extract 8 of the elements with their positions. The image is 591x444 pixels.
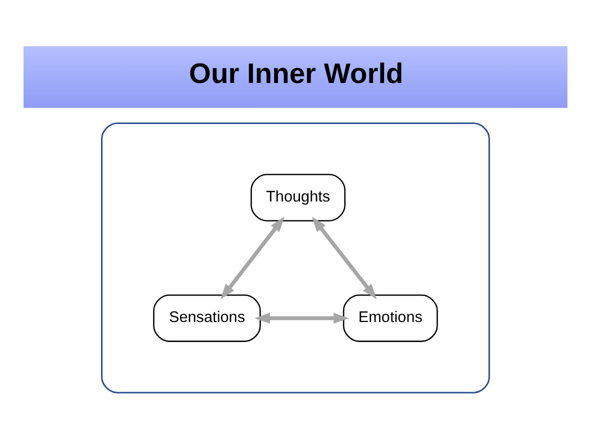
cluster <box>101 122 490 394</box>
node-box: Thoughts <box>250 174 346 222</box>
arrow <box>312 216 377 300</box>
arrow <box>254 312 349 324</box>
node-box: Emotions <box>342 294 438 342</box>
arrow <box>220 216 284 300</box>
node-box: Sensations <box>153 294 261 342</box>
diagram-title: Our Inner World <box>189 56 404 89</box>
